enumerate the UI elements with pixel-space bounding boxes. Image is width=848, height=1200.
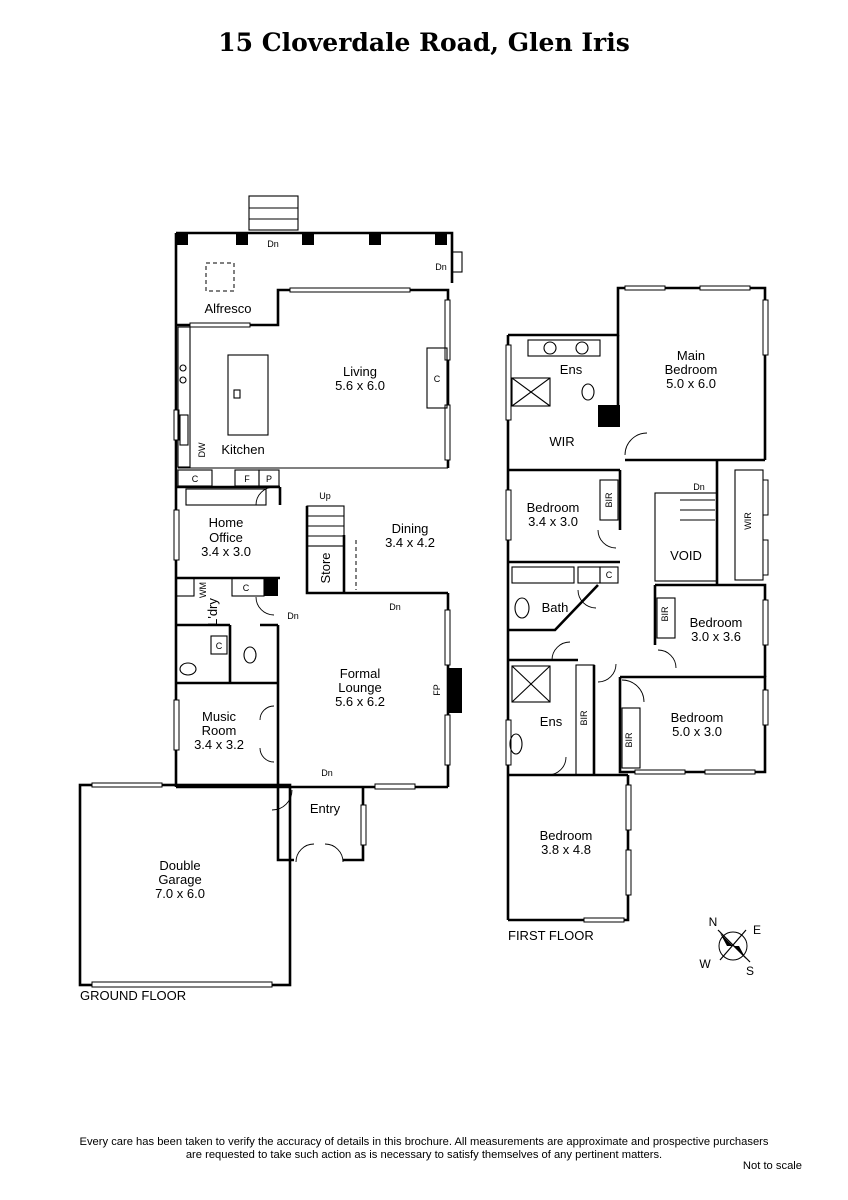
bedroom-4-label: Bedroom xyxy=(671,710,724,725)
cupboard-label: C xyxy=(192,474,199,484)
pantry-label: P xyxy=(266,474,272,484)
bedroom-3-label: Bedroom xyxy=(690,615,743,630)
bir-label: BIR xyxy=(604,492,614,508)
alfresco-label: Alfresco xyxy=(205,301,252,316)
disclaimer-line-1: Every care has been taken to verify the … xyxy=(79,1136,769,1148)
washing-machine-label: WM xyxy=(198,582,208,598)
bir-label: BIR xyxy=(624,732,634,748)
compass-s: S xyxy=(746,964,754,978)
cupboard-label: C xyxy=(606,570,613,580)
home-office-label-1: Home xyxy=(209,515,244,530)
compass-w: W xyxy=(699,957,711,971)
music-room-label-2: Room xyxy=(202,723,237,738)
not-to-scale-note: Not to scale xyxy=(742,1160,802,1172)
down-label: Dn xyxy=(693,482,705,492)
fridge-label: F xyxy=(244,474,250,484)
fireplace xyxy=(448,668,462,713)
music-room-label-1: Music xyxy=(202,709,236,724)
ens-bottom-label: Ens xyxy=(540,714,563,729)
living-wall xyxy=(176,288,450,468)
page-title: 15 Cloverdale Road, Glen Iris xyxy=(218,28,630,57)
home-office-label-2: Office xyxy=(209,530,243,545)
bedroom-3-size: 3.0 x 3.6 xyxy=(691,629,741,644)
formal-lounge-label-1: Formal xyxy=(340,666,381,681)
kitchen-label: Kitchen xyxy=(221,442,264,457)
entry-label: Entry xyxy=(310,801,341,816)
garage-size: 7.0 x 6.0 xyxy=(155,886,205,901)
first-floor-label: FIRST FLOOR xyxy=(508,928,594,943)
wir-right-label: WIR xyxy=(743,512,753,530)
down-label: Dn xyxy=(435,262,447,272)
music-room-size: 3.4 x 3.2 xyxy=(194,737,244,752)
disclaimer-line-2: are requested to take such action as is … xyxy=(185,1149,663,1161)
main-bedroom-label-2: Bedroom xyxy=(665,362,718,377)
alfresco-steps xyxy=(248,195,299,231)
cupboard-label: C xyxy=(216,641,223,651)
formal-lounge-size: 5.6 x 6.2 xyxy=(335,694,385,709)
home-office-size: 3.4 x 3.0 xyxy=(201,544,251,559)
down-label: Dn xyxy=(267,239,279,249)
dining-label: Dining xyxy=(392,521,429,536)
down-label: Dn xyxy=(389,602,401,612)
wir-left-label: WIR xyxy=(549,434,574,449)
fireplace-label: FP xyxy=(432,684,442,696)
down-label: Dn xyxy=(287,611,299,621)
ground-floor-label: GROUND FLOOR xyxy=(80,988,186,1003)
compass-icon xyxy=(717,929,751,963)
compass-e: E xyxy=(753,923,761,937)
bedroom-5-label: Bedroom xyxy=(540,828,593,843)
store-label: Store xyxy=(318,552,333,583)
bir-label: BIR xyxy=(579,710,589,726)
cupboard-label: C xyxy=(434,374,441,384)
first-floor-plan xyxy=(505,285,769,923)
floor-plan: Alfresco Living 5.6 x 6.0 Kitchen Home O… xyxy=(78,195,769,1003)
formal-lounge-label-2: Lounge xyxy=(338,680,381,695)
ens-top-label: Ens xyxy=(560,362,583,377)
bedroom-2-size: 3.4 x 3.0 xyxy=(528,514,578,529)
disclaimer: Every care has been taken to verify the … xyxy=(0,1136,848,1162)
laundry-label: L'dry xyxy=(205,598,220,626)
cupboard-label: C xyxy=(243,583,250,593)
void-area xyxy=(654,492,718,582)
ground-floor-plan xyxy=(78,195,463,988)
garage-label-2: Garage xyxy=(158,872,201,887)
bedroom-5-size: 3.8 x 4.8 xyxy=(541,842,591,857)
garage-label-1: Double xyxy=(159,858,200,873)
dishwasher-label: DW xyxy=(197,442,207,457)
down-label: Dn xyxy=(321,768,333,778)
living-cupboard xyxy=(426,347,448,409)
compass-n: N xyxy=(709,915,718,929)
void-label: VOID xyxy=(670,548,702,563)
bath-label: Bath xyxy=(542,600,569,615)
up-label: Up xyxy=(319,491,331,501)
main-bedroom-label-1: Main xyxy=(677,348,705,363)
bedroom-2-label: Bedroom xyxy=(527,500,580,515)
kitchen-island xyxy=(227,354,269,436)
bedroom-4-size: 5.0 x 3.0 xyxy=(672,724,722,739)
main-bedroom-size: 5.0 x 6.0 xyxy=(666,376,716,391)
living-size: 5.6 x 6.0 xyxy=(335,378,385,393)
dining-size: 3.4 x 4.2 xyxy=(385,535,435,550)
bir-label: BIR xyxy=(660,606,670,622)
living-label: Living xyxy=(343,364,377,379)
